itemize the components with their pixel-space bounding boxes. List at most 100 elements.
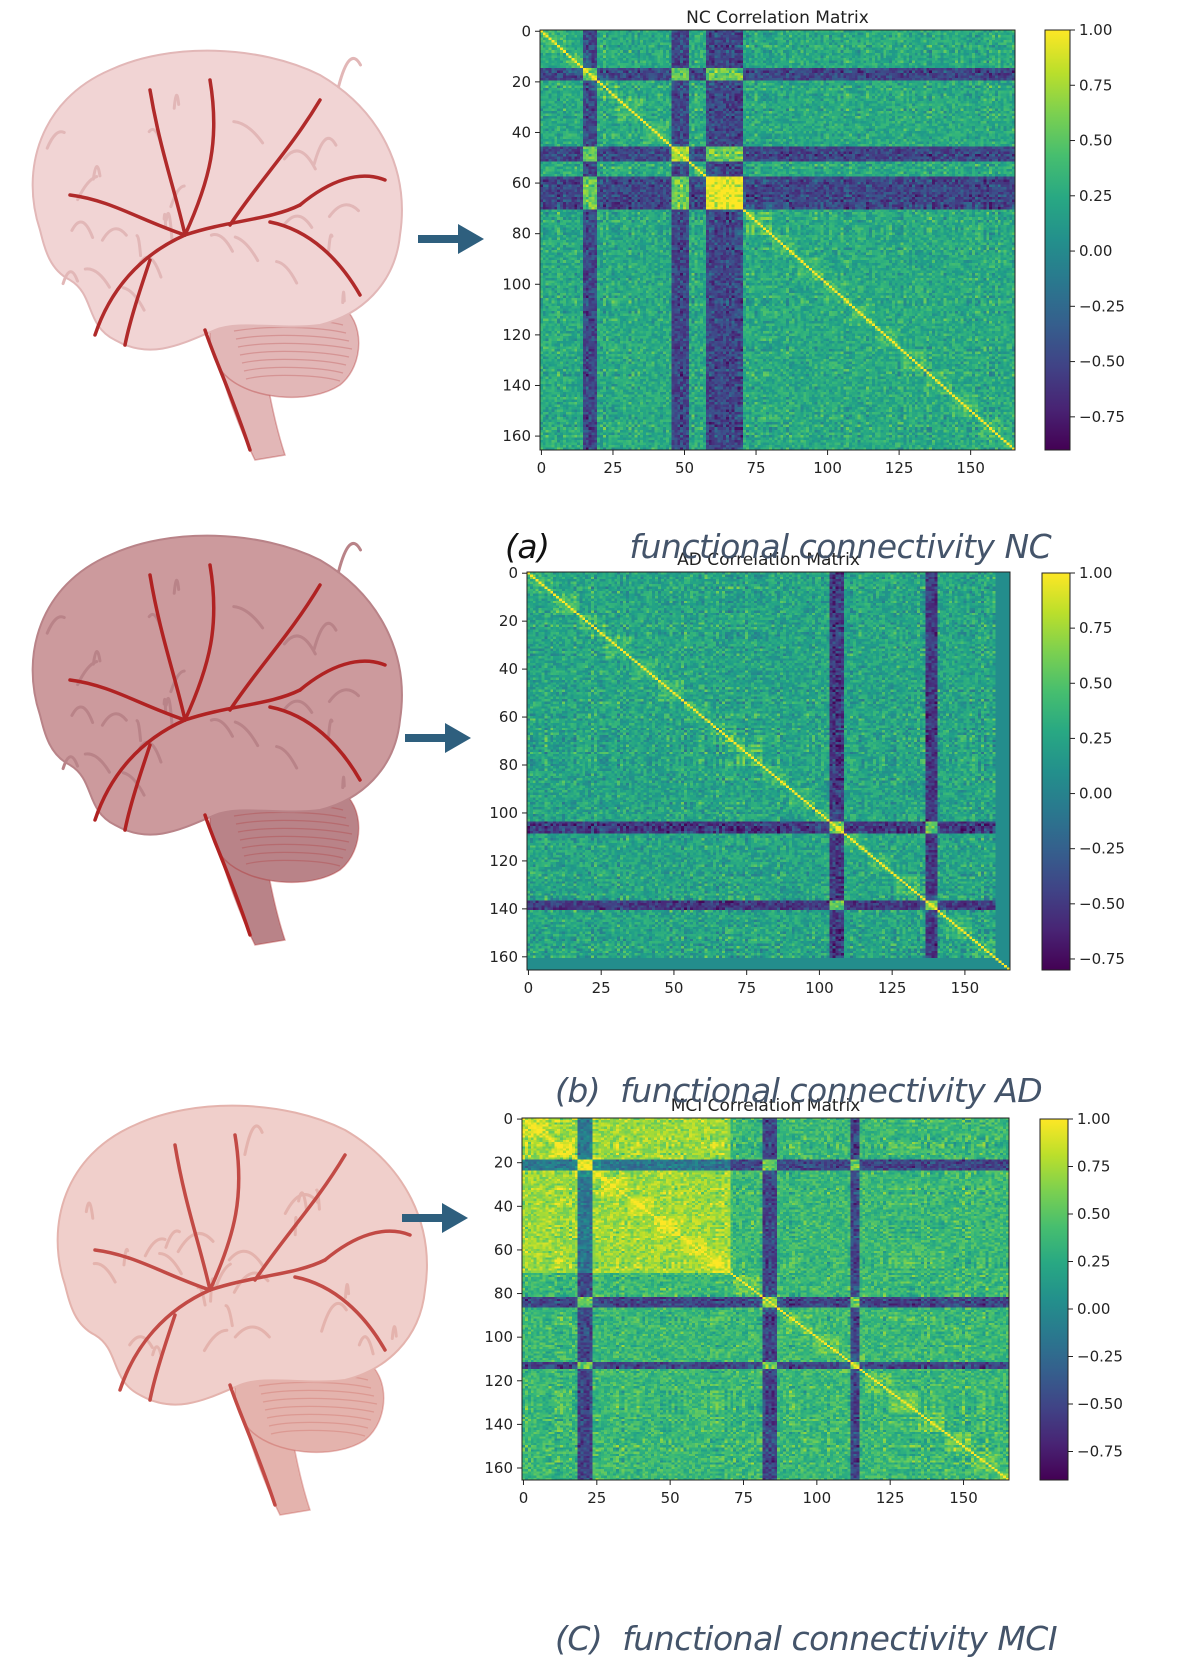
y-tick-label: 120 xyxy=(489,852,518,870)
brain-illustration-nc xyxy=(31,49,403,461)
gyrus-fold xyxy=(70,705,95,724)
cerebellum-fold xyxy=(258,1381,372,1389)
cerebellum-fold xyxy=(243,851,344,859)
y-tick-label: 140 xyxy=(489,900,518,918)
y-tick-label: 20 xyxy=(499,612,518,630)
chart-title: AD Correlation Matrix xyxy=(677,550,860,570)
gyrus-fold xyxy=(327,203,360,219)
gyrus-fold xyxy=(297,1191,309,1212)
y-tick-label: 100 xyxy=(502,275,531,293)
x-tick-label: 125 xyxy=(876,1489,905,1507)
gyrus-fold xyxy=(164,212,174,242)
gyrus-fold xyxy=(337,542,362,574)
gyrus-fold xyxy=(172,93,181,110)
blood-vessel xyxy=(298,174,387,207)
gyrus-fold xyxy=(158,1252,183,1276)
arrow-right-icon xyxy=(405,723,471,753)
y-tick-label: 160 xyxy=(489,948,518,966)
gyrus-fold xyxy=(282,149,317,171)
y-tick-label: 60 xyxy=(494,1241,513,1259)
blood-vessel xyxy=(183,78,216,237)
colorbar-tick-label: 0.50 xyxy=(1077,1205,1110,1223)
y-tick-label: 80 xyxy=(499,756,518,774)
chart-title: NC Correlation Matrix xyxy=(686,8,869,28)
gyrus-fold xyxy=(209,718,234,738)
blood-vessel xyxy=(323,1229,412,1262)
cerebellum-fold xyxy=(245,859,341,867)
y-tick-label: 120 xyxy=(484,1372,513,1390)
y-tick-label: 120 xyxy=(502,326,531,344)
gyrus-fold xyxy=(312,136,338,166)
gyrus-fold xyxy=(135,234,143,258)
gyrus-fold xyxy=(337,57,362,89)
gyrus-fold xyxy=(233,720,260,748)
blood-vessel xyxy=(293,1275,387,1352)
x-tick-label: 150 xyxy=(949,1489,978,1507)
caption-mci-tag: (C) xyxy=(554,1619,603,1658)
y-tick-label: 0 xyxy=(521,22,531,40)
y-tick-label: 80 xyxy=(494,1285,513,1303)
cerebellum-fold xyxy=(235,334,350,342)
x-tick-label: 0 xyxy=(519,1489,529,1507)
gyrus-fold xyxy=(45,615,66,635)
colorbar-tick-label: 0.75 xyxy=(1077,1158,1110,1176)
gyrus-fold xyxy=(214,1262,232,1290)
blood-vessel xyxy=(228,583,322,712)
cerebrum xyxy=(31,49,403,351)
colorbar-tick-label: −0.75 xyxy=(1079,408,1125,426)
gyrus-fold xyxy=(327,718,334,738)
brain-illustration-ad xyxy=(31,534,403,946)
gyrus-fold xyxy=(83,267,111,289)
colorbar-tick-label: 0.00 xyxy=(1079,242,1112,260)
heatmap-cells xyxy=(527,572,1010,970)
gyrus-fold xyxy=(227,1249,265,1268)
x-tick-label: 125 xyxy=(878,979,907,997)
blood-vessel xyxy=(203,328,252,452)
gyrus-fold xyxy=(162,212,168,229)
x-tick-label: 150 xyxy=(956,459,985,477)
gyrus-fold xyxy=(232,120,265,145)
caption-ad: (b) functional connectivity AD xyxy=(535,1032,1043,1110)
gyrus-fold xyxy=(275,745,299,770)
blood-vessel xyxy=(228,1383,277,1507)
cerebellum-fold xyxy=(270,1429,366,1437)
colorbar-tick-label: 0.25 xyxy=(1077,1253,1110,1271)
y-tick-label: 0 xyxy=(503,1110,513,1128)
y-tick-label: 40 xyxy=(494,1197,513,1215)
gyrus-fold xyxy=(327,688,360,704)
cerebellum-fold xyxy=(235,819,350,827)
gyrus-fold xyxy=(233,1325,271,1339)
blood-vessel xyxy=(148,573,187,722)
gyrus-fold xyxy=(232,605,265,630)
blood-vessel xyxy=(268,705,362,782)
x-tick-label: 0 xyxy=(537,459,547,477)
gyrus-fold xyxy=(83,752,111,774)
gyrus-fold xyxy=(282,699,314,714)
gyrus-fold xyxy=(143,1237,167,1258)
colorbar xyxy=(1044,29,1071,451)
caption-nc-text: functional connectivity NC xyxy=(629,527,1052,566)
gyrus-fold xyxy=(282,634,317,656)
gyrus-fold xyxy=(91,650,102,666)
cerebellum-fold xyxy=(241,358,347,366)
gyrus-fold xyxy=(100,712,128,727)
arrow-right-icon xyxy=(418,224,484,254)
gyrus-fold xyxy=(169,669,186,694)
x-tick-label: 100 xyxy=(803,1489,832,1507)
gyrus-fold xyxy=(91,165,102,181)
gyrus-fold xyxy=(122,1247,130,1267)
gyrus-fold xyxy=(202,1328,229,1353)
colorbar-tick-label: 1.00 xyxy=(1079,21,1112,39)
cerebellum-fold xyxy=(237,342,353,350)
caption-nc-tag: (a) xyxy=(504,527,550,566)
cerebellum-fold xyxy=(241,843,347,851)
colorbar-tick-label: −0.50 xyxy=(1077,1395,1123,1413)
cerebellum-fold xyxy=(237,827,353,835)
heatmap-cells xyxy=(540,30,1015,450)
heatmap-frame xyxy=(521,1117,1010,1481)
y-tick-label: 140 xyxy=(502,376,531,394)
gyrus-fold xyxy=(172,578,181,595)
gyrus-fold xyxy=(243,1124,264,1157)
x-tick-label: 25 xyxy=(603,459,622,477)
